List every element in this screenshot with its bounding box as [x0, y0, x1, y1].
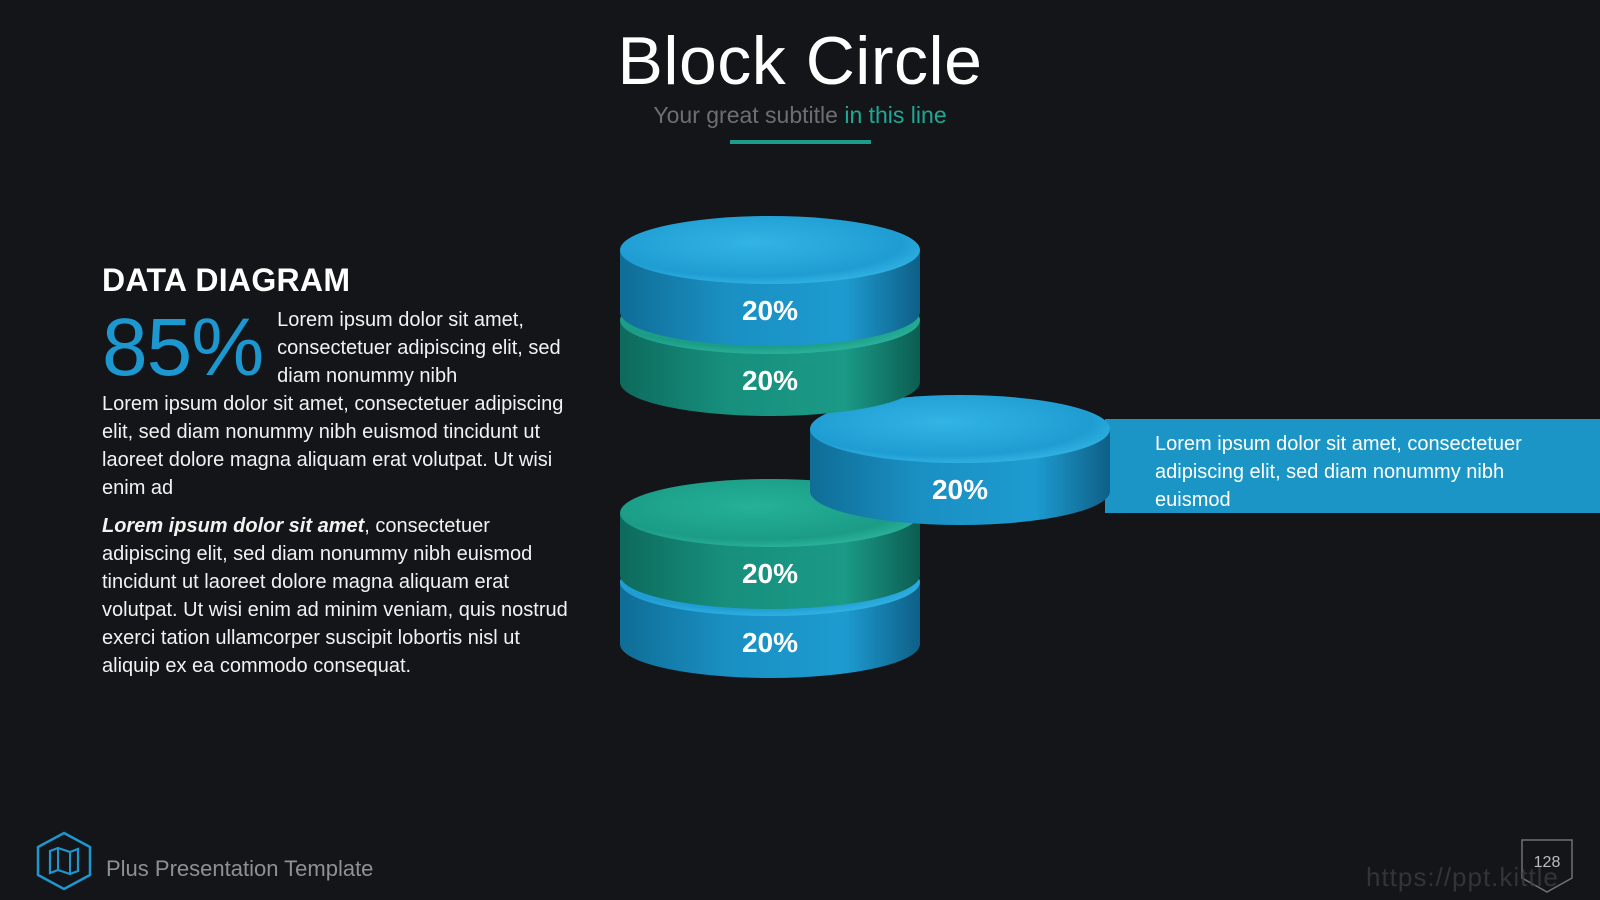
- paragraph-2-lead: Lorem ipsum dolor sit amet: [102, 515, 365, 537]
- page-badge-icon: [1521, 839, 1573, 893]
- map-icon: [36, 831, 92, 891]
- section-heading: DATA DIAGRAM: [102, 262, 351, 298]
- disk-1: 20%: [620, 216, 920, 346]
- disk-stack-diagram: 20% 20% 20% 20% 20%: [620, 216, 1110, 678]
- data-diagram-panel: DATA DIAGRAM 85% Lorem ipsum dolor sit a…: [102, 262, 582, 680]
- stat-row: 85% Lorem ipsum dolor sit amet, consecte…: [102, 304, 582, 390]
- disk-top: [810, 395, 1110, 463]
- disk-layer: 20% 20% 20% 20% 20%: [620, 216, 1110, 678]
- page-number: 128: [1533, 854, 1561, 871]
- stat-description: Lorem ipsum dolor sit amet, consectetuer…: [277, 309, 561, 387]
- stat-value: 85%: [102, 302, 264, 393]
- disk-top: [620, 216, 920, 284]
- disk-label: 20%: [742, 365, 798, 396]
- page-title: Block Circle: [617, 23, 983, 99]
- paragraph-2: Lorem ipsum dolor sit amet, consectetuer…: [102, 512, 582, 680]
- paragraph-1: Lorem ipsum dolor sit amet, consectetuer…: [102, 393, 564, 499]
- disk-label: 20%: [742, 295, 798, 326]
- disk-3: 20%: [810, 395, 1110, 525]
- callout-box: Lorem ipsum dolor sit amet, consectetuer…: [1105, 419, 1600, 513]
- disk-label: 20%: [932, 474, 988, 505]
- paragraph-2-rest: , consectetuer adipiscing elit, sed diam…: [102, 515, 568, 677]
- title-underline: [730, 140, 871, 144]
- footer-brand: Plus Presentation Template: [106, 856, 374, 881]
- watermark: https://ppt.kittle: [1366, 862, 1559, 892]
- subtitle-main: Your great subtitle: [653, 102, 845, 128]
- disk-label: 20%: [742, 627, 798, 658]
- disk-label: 20%: [742, 558, 798, 589]
- page-subtitle: Your great subtitle in this line: [0, 102, 1600, 129]
- subtitle-accent: in this line: [844, 102, 947, 128]
